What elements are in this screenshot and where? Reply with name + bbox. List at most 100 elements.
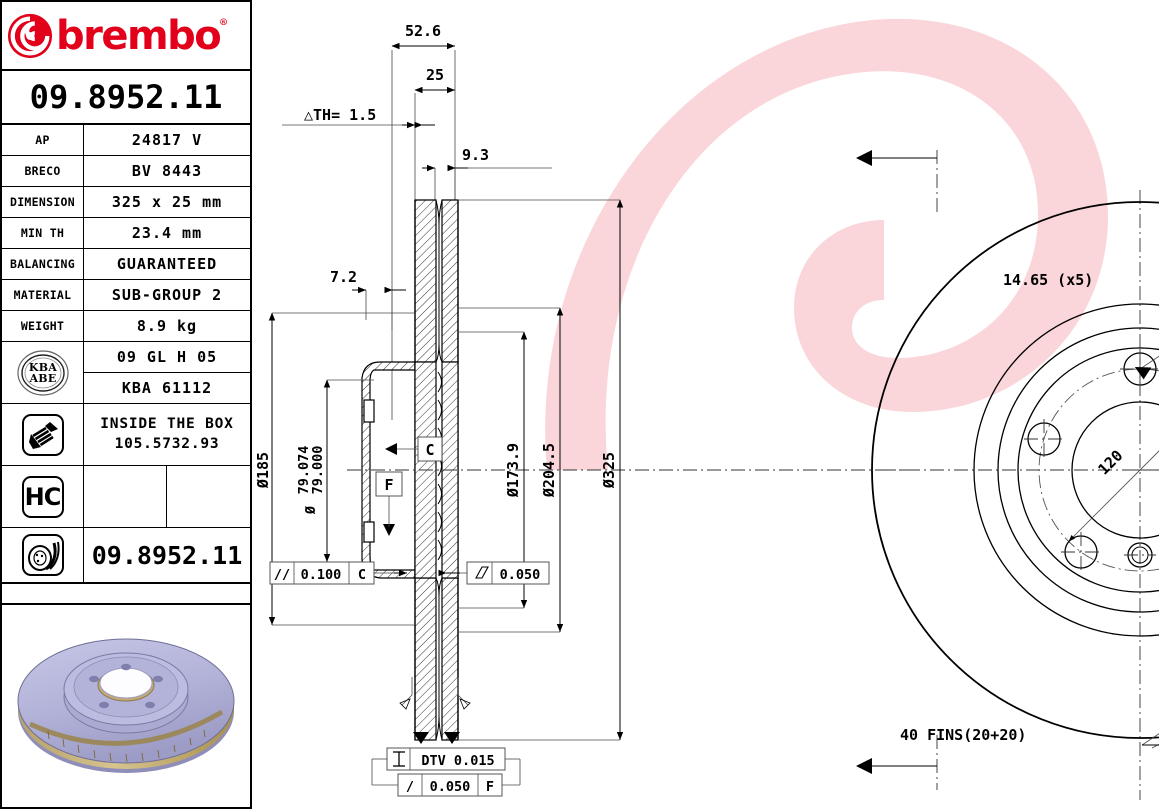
dim-52-6: 52.6 <box>391 22 456 420</box>
outer-diameter-circle <box>871 201 1159 739</box>
tol-value-flatness: 0.050 <box>500 567 541 583</box>
row-key: AP <box>2 125 84 155</box>
tol-dtv-frame: DTV 0.015 <box>372 747 520 771</box>
table-row-weight: WEIGHT 8.9 kg <box>2 311 250 342</box>
dim-delta-th: △TH= 1.5 <box>282 106 435 129</box>
tol-value-runout: 0.050 <box>430 779 471 795</box>
drawing-area: 52.6 25 △TH= 1.5 9.3 <box>252 0 1159 809</box>
dim-9-3: 9.3 <box>422 146 552 200</box>
row-key: BRECO <box>2 156 84 186</box>
annot-14-65: 14.65 (x5) <box>1003 271 1159 380</box>
part-code-cell: 09.8952.11 <box>2 71 250 125</box>
row-key: DIMENSION <box>2 187 84 217</box>
annot-label-14-65: 14.65 (x5) <box>1003 271 1093 289</box>
dim-label-dia-173-9: Ø173.9 <box>504 443 522 498</box>
datum-f: F <box>375 471 403 536</box>
registered-mark: ® <box>220 15 227 29</box>
datum-c: C <box>385 436 443 462</box>
row-value: 325 x 25 mm <box>111 193 223 211</box>
dim-label-dia-185: Ø185 <box>254 452 272 489</box>
table-row-balancing: BALANCING GUARANTEED <box>2 249 250 280</box>
bolt-circle-pcd <box>1038 368 1159 572</box>
brand-wordmark: brembo <box>56 12 222 59</box>
annot-40-fins: 40 FINS(20+20) <box>900 726 1159 749</box>
row-value: GUARANTEED <box>116 255 218 273</box>
tol-symbol-runout: / <box>406 779 414 795</box>
bolt-hole <box>1024 419 1064 459</box>
tol-flatness: 0.050 <box>438 561 550 585</box>
row-value: BV 8443 <box>131 162 203 180</box>
screw-value-line2: 105.5732.93 <box>114 435 220 452</box>
table-row-hc: HC <box>2 466 250 528</box>
brake-disc-3d-render-icon <box>17 638 235 773</box>
tol-runout-frame: / 0.050 F <box>371 759 521 797</box>
dim-dia-325: Ø325 <box>458 199 624 741</box>
hc-label: HC <box>24 482 62 511</box>
table-row-pad-code: 09.8952.11 <box>2 528 250 584</box>
screw-icon <box>21 413 64 456</box>
tol-parallelism: // 0.100 C <box>269 561 407 585</box>
pad-code: 09.8952.11 <box>91 540 243 570</box>
brand-logo-cell: brembo ® <box>2 2 250 71</box>
row-value: 23.4 mm <box>131 224 203 242</box>
table-row-dimension: DIMENSION 325 x 25 mm <box>2 187 250 218</box>
vane-callouts <box>399 677 471 710</box>
table-row-kba: KBA ABE 09 GL H 05 KBA 61112 <box>2 342 250 404</box>
tol-value-parallel: 0.100 <box>301 567 342 583</box>
dim-dia-79: 79.074 79.000 Ø <box>296 379 374 563</box>
dim-25: 25 <box>414 66 455 200</box>
dia-symbol-79: Ø <box>303 505 319 515</box>
kba-abe-stamp-icon: KBA ABE <box>14 348 72 398</box>
drawing-vectors: 52.6 25 △TH= 1.5 9.3 <box>254 22 1159 800</box>
tol-symbol-flatness <box>475 566 489 579</box>
hc-badge-icon: HC <box>21 475 64 518</box>
datum-c-label: C <box>425 441 434 459</box>
brake-disc-icon <box>21 534 64 576</box>
dia-173-9-circle <box>997 327 1159 613</box>
tol-symbol-dtv <box>393 751 405 767</box>
brake-disc-icon-cell <box>2 528 84 582</box>
row-value: 24817 V <box>131 131 203 149</box>
cross-section-profile <box>347 199 912 741</box>
dim-label-dia-204-5: Ø204.5 <box>540 443 558 498</box>
dim-label-79-000: 79.000 <box>310 446 326 495</box>
brembo-spiral-logo-icon <box>7 13 53 58</box>
tol-symbol-parallel: // <box>274 567 290 583</box>
table-row-min-th: MIN TH 23.4 mm <box>2 218 250 249</box>
screw-value-line1: INSIDE THE BOX <box>100 415 234 432</box>
section-arrow-bottom <box>856 735 938 790</box>
dim-7-2: 7.2 <box>330 268 406 330</box>
hc-empty-cell-right <box>167 466 250 527</box>
hc-icon-cell: HC <box>2 466 84 527</box>
dim-dia-173-9: Ø173.9 <box>458 331 528 609</box>
tol-datum-parallel: C <box>358 567 366 583</box>
dia-204-5-circle <box>973 303 1159 637</box>
table-row-breco: BRECO BV 8443 <box>2 156 250 187</box>
dim-label-25: 25 <box>426 66 444 84</box>
annot-label-40-fins: 40 FINS(20+20) <box>900 726 1026 744</box>
kba-stamp-line2: ABE <box>28 372 56 385</box>
row-key: BALANCING <box>2 249 84 279</box>
table-row-material: MATERIAL SUB-GROUP 2 <box>2 280 250 311</box>
table-row-ap: AP 24817 V <box>2 125 250 156</box>
face-view: 14.65 (x5) 120 40 FINS(20+20) <box>871 190 1159 800</box>
row-key: MATERIAL <box>2 280 84 310</box>
table-row-screw: INSIDE THE BOX 105.5732.93 <box>2 404 250 466</box>
annot-label-120: 120 <box>1095 447 1127 479</box>
datum-f-label: F <box>384 476 393 494</box>
bolt-hole <box>1061 532 1101 572</box>
row-key: WEIGHT <box>2 311 84 341</box>
kba-value-top: 09 GL H 05 <box>84 342 250 373</box>
pilot-hole <box>1124 542 1156 568</box>
dim-dia-204-5: Ø204.5 <box>458 307 564 633</box>
dim-label-7-2: 7.2 <box>330 268 357 286</box>
part-code: 09.8952.11 <box>29 78 223 116</box>
row-value: 8.9 kg <box>136 317 198 335</box>
row-value: SUB-GROUP 2 <box>111 286 223 304</box>
dim-label-79-074: 79.074 <box>296 446 312 495</box>
screw-icon-cell <box>2 404 84 465</box>
hc-empty-cell-left <box>84 466 167 527</box>
tol-datum-runout: F <box>486 779 494 795</box>
section-arrow-top <box>856 150 938 215</box>
